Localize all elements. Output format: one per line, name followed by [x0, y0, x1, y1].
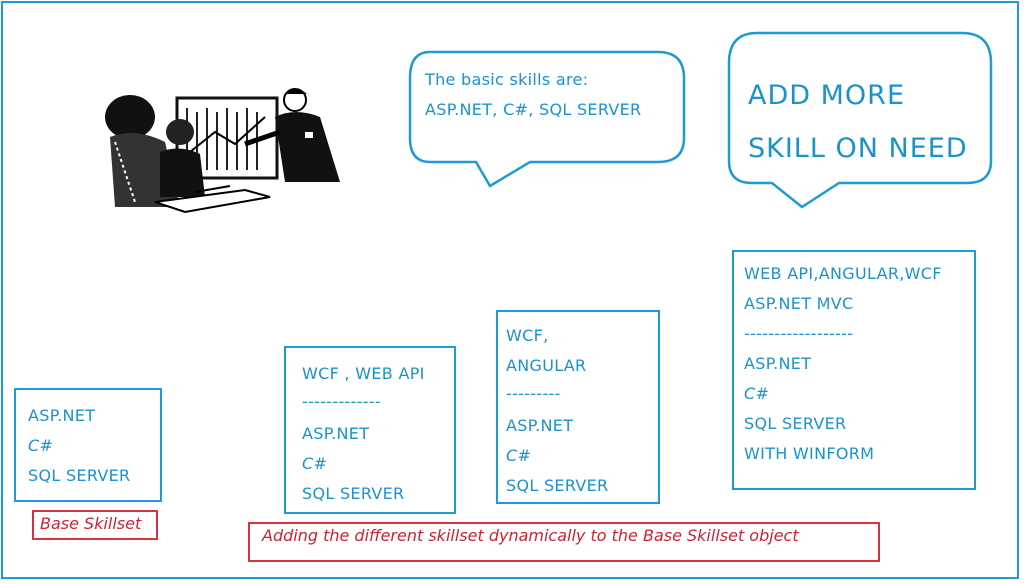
caption-box — [248, 522, 880, 562]
full-box-line: ASP.NET — [744, 354, 812, 373]
wcf-angular-box-line: C# — [506, 446, 532, 465]
speech-bubble-add-more — [727, 31, 993, 209]
full-box-line: SQL SERVER — [744, 414, 847, 433]
bubble-basic-line1: The basic skills are: — [425, 70, 589, 89]
wcf-angular-box-line: WCF, — [506, 326, 549, 345]
full-box-line: ------------------ — [744, 324, 854, 343]
wcf-webapi-box-line: WCF , WEB API — [302, 364, 425, 383]
speech-bubble-basic — [408, 50, 686, 188]
base-box-line: C# — [28, 436, 54, 455]
bubble-add-more-line1: ADD MORE — [748, 80, 906, 111]
full-skillset-box — [732, 250, 976, 490]
bubble-add-more-line2: SKILL ON NEED — [748, 133, 968, 164]
full-box-line: ASP.NET MVC — [744, 294, 854, 313]
wcf-angular-box-line: ANGULAR — [506, 356, 587, 375]
base-skillset-label: Base Skillset — [40, 514, 142, 533]
wcf-angular-box-line: SQL SERVER — [506, 476, 609, 495]
bubble-basic-line2: ASP.NET, C#, SQL SERVER — [425, 100, 642, 119]
full-box-line: WEB API,ANGULAR,WCF — [744, 264, 942, 283]
wcf-webapi-box-line: ASP.NET — [302, 424, 370, 443]
base-box-line: ASP.NET — [28, 406, 96, 425]
base-skillset-box — [14, 388, 162, 502]
base-skillset-label-box — [32, 510, 158, 540]
presentation-illustration — [105, 88, 340, 214]
full-box-line: WITH WINFORM — [744, 444, 875, 463]
wcf-webapi-skillset-box — [284, 346, 456, 514]
caption-text: Adding the different skillset dynamicall… — [262, 526, 799, 545]
base-box-line: SQL SERVER — [28, 466, 131, 485]
wcf-webapi-box-line: SQL SERVER — [302, 484, 405, 503]
wcf-angular-box-line: --------- — [506, 384, 561, 403]
full-box-line: C# — [744, 384, 770, 403]
wcf-angular-box-line: ASP.NET — [506, 416, 574, 435]
wcf-webapi-box-line: ------------- — [302, 392, 381, 411]
wcf-angular-skillset-box — [496, 310, 660, 504]
wcf-webapi-box-line: C# — [302, 454, 328, 473]
